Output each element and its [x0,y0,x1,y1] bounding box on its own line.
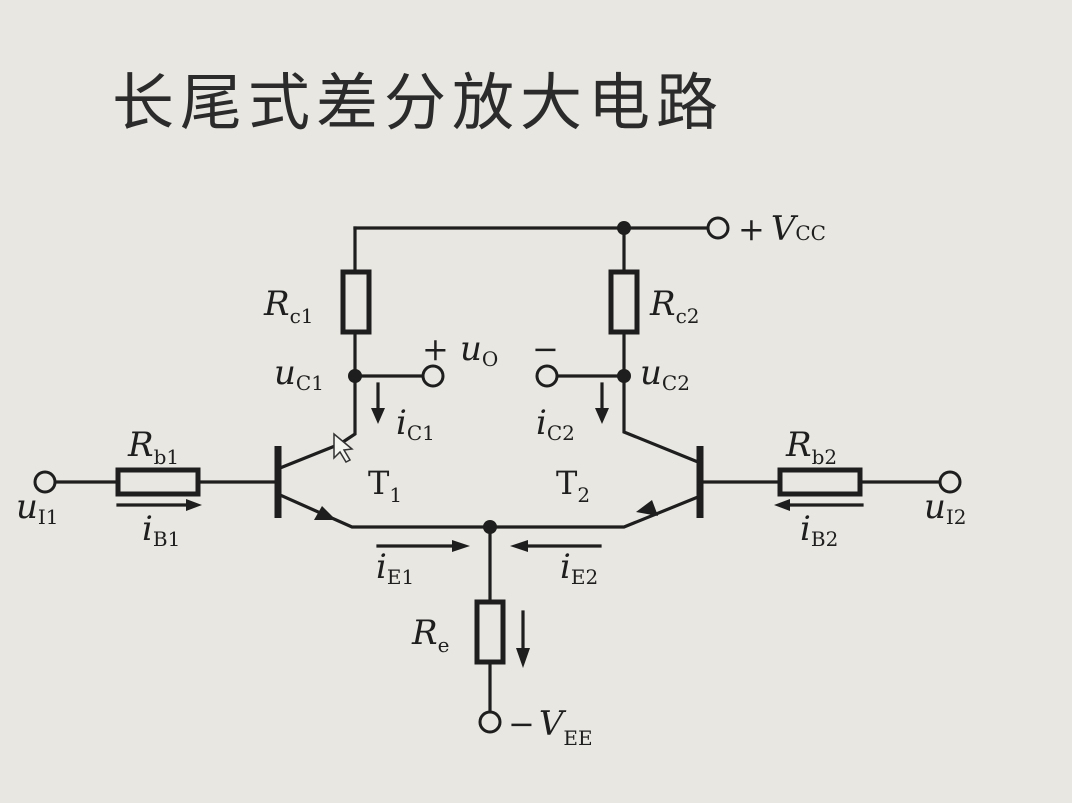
re-label: Re [411,613,449,657]
ui2-terminal [938,470,962,494]
ib1-arrow [116,499,202,511]
ie1-label: iE1 [376,547,414,589]
vcc-terminal [706,216,730,240]
ui1-terminal [33,470,57,494]
ib2-arrow [774,499,864,511]
rc2-bottom-wire [622,330,701,465]
t1-collector-lead [277,441,343,471]
vee-label: −VEE [508,704,593,750]
uo-plus-terminal [421,364,445,388]
uo-label: uO [460,329,498,371]
ie1-arrow [376,540,470,552]
vcc-label: +VCC [738,209,826,249]
rc1-bottom-wire [337,330,357,447]
re-resistor [474,599,506,665]
rb2-resistor [777,467,863,497]
uc2-label: uC2 [640,353,690,395]
ie-tail-arrow [516,610,530,668]
t1-emitter-arrow [314,506,336,520]
rc1-label: Rc1 [263,284,314,328]
rb2-label: Rb2 [785,425,837,469]
uo-minus-terminal [535,364,559,388]
uc2-node [617,369,631,383]
t1-label: T1 [368,464,402,507]
t2-emitter-arrow [636,500,658,516]
ui2-label: uI2 [924,487,967,529]
vee-terminal [478,710,502,734]
rc2-resistor [608,269,640,335]
mouse-pointer-icon [333,432,354,463]
ie2-arrow [510,540,602,552]
uc1-label: uC1 [274,353,324,395]
rb1-resistor [115,467,201,497]
uo-minus-sign: − [532,330,559,368]
ic1-arrow [371,382,385,424]
ic2-label: iC2 [536,403,575,445]
rc1-resistor [340,269,372,335]
ic1-label: iC1 [396,403,435,445]
emitter-node [483,520,497,534]
uo-plus-sign: + [422,330,449,368]
slide-title: 长尾式差分放大电路 [112,66,725,139]
ib2-label: iB2 [800,509,838,551]
vcc-node [617,221,631,235]
ic2-arrow [595,382,609,424]
ie2-label: iE2 [560,547,598,589]
ib1-label: iB1 [142,509,180,551]
rc2-label: Rc2 [649,284,700,328]
uc1-node [348,369,362,383]
t2-label: T2 [556,464,590,507]
ui1-label: uI1 [16,487,59,529]
rb1-label: Rb1 [127,425,179,469]
